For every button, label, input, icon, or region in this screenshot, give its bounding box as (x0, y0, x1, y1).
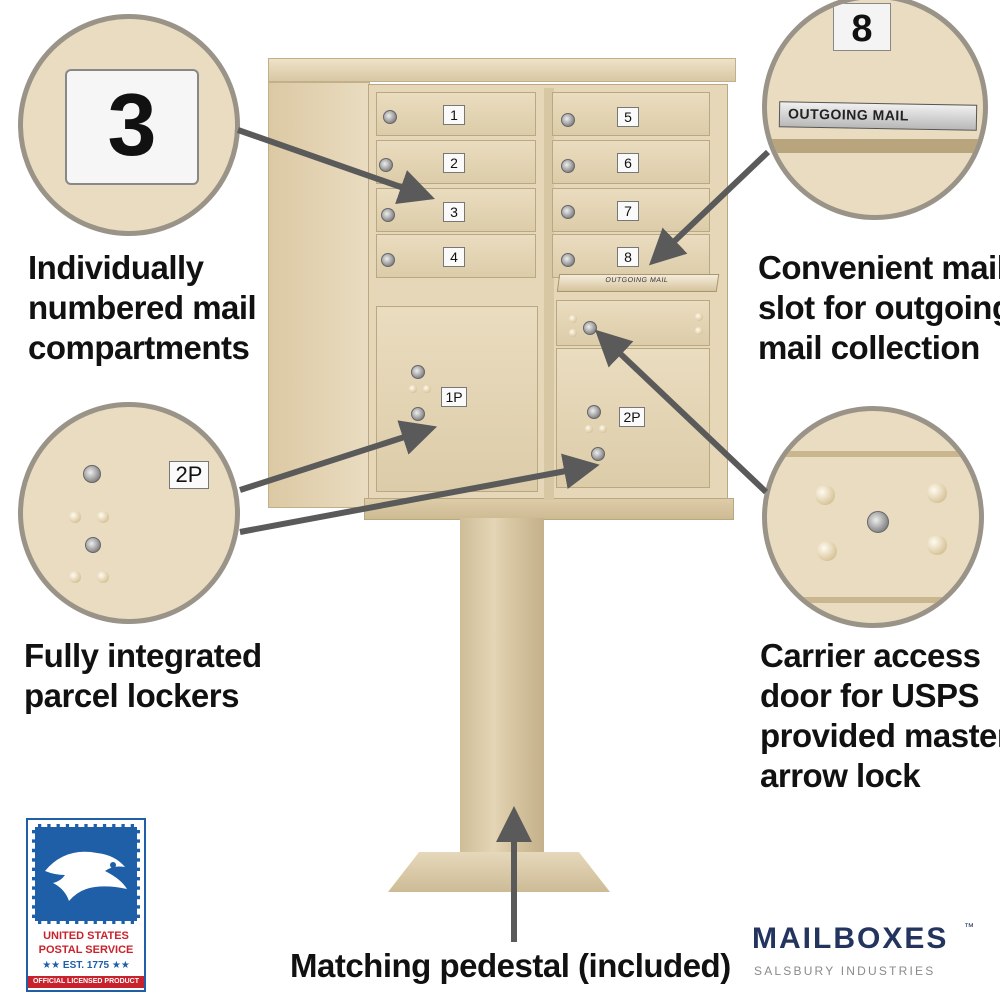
caption-line: Fully integrated (24, 637, 262, 674)
arrow-compartments (237, 127, 435, 205)
compartment: 1 (376, 92, 536, 136)
parcel-locker: 1P (376, 306, 538, 492)
pedestal-post (460, 518, 544, 854)
zoom-number-detail: 3 (18, 14, 240, 236)
rivet (569, 315, 577, 323)
lock-icon (85, 537, 101, 553)
compartment-number: 8 (617, 247, 639, 267)
compartment-number: 2 (443, 153, 465, 173)
lock-icon (587, 405, 601, 419)
brand-tm: ™ (964, 922, 974, 933)
parcel-locker-number: 2P (169, 461, 209, 489)
compartment: 4 (376, 234, 536, 278)
caption-pedestal: Matching pedestal (included) (290, 947, 731, 984)
compartment: 5 (552, 92, 710, 136)
usps-text-1: UNITED STATES (43, 930, 129, 942)
number-plate-digit: 8 (851, 8, 873, 50)
slot-edge (767, 139, 983, 153)
zoom-carrier-lock-detail (762, 406, 984, 628)
rivet (69, 511, 81, 523)
usps-licensed-logo: UNITED STATES POSTAL SERVICE ★★ EST. 177… (26, 818, 146, 992)
rivet (409, 385, 417, 393)
lock-icon (561, 253, 575, 267)
arrow-carrier (594, 329, 769, 495)
rivet (97, 571, 109, 583)
rivet (927, 483, 947, 503)
rivet (599, 425, 607, 433)
mailbox-divider (544, 88, 554, 500)
caption-line: numbered mail (28, 289, 257, 326)
rivet (817, 541, 837, 561)
lock-icon (561, 113, 575, 127)
compartment-number: 7 (617, 201, 639, 221)
arrow-parcel-2p (239, 453, 600, 535)
master-lock-icon (583, 321, 597, 335)
usps-text-2: POSTAL SERVICE (38, 944, 134, 956)
caption-line: parcel lockers (24, 677, 239, 714)
lock-icon (83, 465, 101, 483)
parcel-locker-number: 1P (441, 387, 467, 407)
rivet (97, 511, 109, 523)
lock-icon (561, 205, 575, 219)
rivet (927, 535, 947, 555)
caption-line: mail collection (758, 329, 980, 366)
parcel-locker-number: 2P (619, 407, 645, 427)
compartment: 2 (376, 140, 536, 184)
pedestal-base (388, 852, 610, 892)
lock-icon (561, 159, 575, 173)
eagle-icon (45, 851, 127, 901)
compartment-number: 6 (617, 153, 639, 173)
caption-line: provided master (760, 717, 1000, 754)
rivet (695, 313, 703, 321)
number-plate-small: 8 (833, 3, 891, 51)
master-lock-icon (867, 511, 889, 533)
caption-line: arrow lock (760, 757, 921, 794)
mailbox-top (268, 58, 736, 82)
rivet (423, 385, 431, 393)
lock-icon (381, 253, 395, 267)
compartment-number: 1 (443, 105, 465, 125)
arrow-parcel-1p (239, 420, 438, 493)
door-edge (767, 597, 979, 603)
brand-logo: MAILBOXES ™ SALSBURY INDUSTRIES (752, 922, 982, 982)
caption-compartments: Individually numbered mail compartments (28, 248, 257, 368)
zoom-outgoing-detail: 8 OUTGOING MAIL (762, 0, 988, 220)
caption-line: Carrier access (760, 637, 981, 674)
number-plate: 3 (65, 69, 199, 185)
zoom-parcel-detail: 2P (18, 402, 240, 624)
caption-line: Convenient mail (758, 249, 1000, 286)
rivet (69, 571, 81, 583)
compartment-number: 3 (443, 202, 465, 222)
mailbox-side (268, 82, 370, 508)
caption-line: door for USPS (760, 677, 980, 714)
caption-line: Individually (28, 249, 204, 286)
arrow-outgoing (648, 149, 771, 266)
lock-icon (381, 208, 395, 222)
usps-eagle-panel (32, 824, 140, 924)
rivet (695, 327, 703, 335)
usps-text-4: OFFICIAL LICENSED PRODUCT (28, 976, 144, 988)
compartment-number: 5 (617, 107, 639, 127)
caption-line: compartments (28, 329, 250, 366)
brand-name: MAILBOXES (752, 922, 949, 955)
usps-text-3: ★★ EST. 1775 ★★ (42, 960, 130, 971)
lock-icon (379, 158, 393, 172)
compartment: 6 (552, 140, 710, 184)
number-plate-digit: 3 (107, 75, 157, 174)
caption-parcel: Fully integrated parcel lockers (24, 636, 262, 716)
rivet (815, 485, 835, 505)
compartment: 7 (552, 188, 710, 232)
door-edge (767, 451, 979, 457)
compartment-number: 4 (443, 247, 465, 267)
caption-outgoing: Convenient mail slot for outgoing mail c… (758, 248, 1000, 368)
rivet (569, 329, 577, 337)
brand-subtitle: SALSBURY INDUSTRIES (754, 964, 936, 978)
lock-icon (383, 110, 397, 124)
rivet (585, 425, 593, 433)
lock-icon (411, 365, 425, 379)
caption-carrier: Carrier access door for USPS provided ma… (760, 636, 1000, 796)
caption-line: slot for outgoing (758, 289, 1000, 326)
